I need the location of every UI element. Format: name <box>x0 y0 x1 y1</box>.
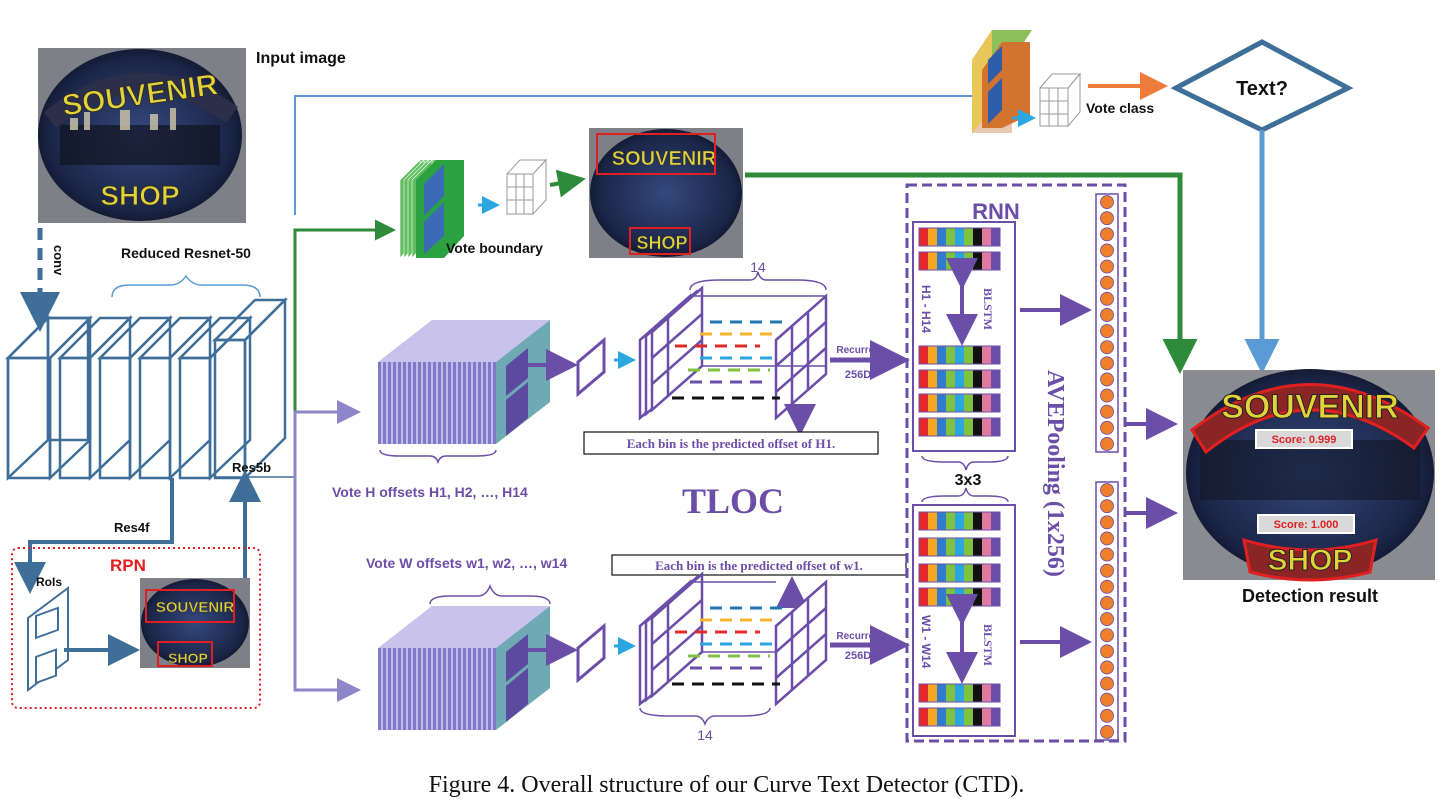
h-range-label: H1 - H14 <box>919 285 933 333</box>
rnn-strip <box>918 417 1001 437</box>
rnn-lower-brace <box>921 487 1009 503</box>
tloc-label: TLOC <box>682 481 784 521</box>
rnn-strip <box>918 345 1001 365</box>
rpn-label: RPN <box>110 556 146 575</box>
vote-class-grid <box>1038 72 1082 128</box>
rois-label: RoIs <box>36 575 62 589</box>
boundary-souvenir-text: SOUVENIR <box>612 148 717 170</box>
vote-boundary-grid <box>505 158 548 216</box>
result-shop-text: SHOP <box>1267 544 1352 577</box>
pooled-vector-w <box>1095 481 1119 741</box>
h-grid-14-label: 14 <box>750 259 766 275</box>
w-recurrent-label: Recurrent <box>836 631 884 642</box>
pooled-vector-h <box>1095 193 1119 453</box>
rpn-shop-text: SHOP <box>168 650 208 666</box>
resnet-brace <box>111 274 261 298</box>
boundary-result-image: SOUVENIR SHOP <box>589 128 743 258</box>
rnn-strip <box>918 587 1001 607</box>
rnn-strip <box>918 227 1001 247</box>
boundary-shop-text: SHOP <box>636 233 687 253</box>
vote-w-label: Vote W offsets w1, w2, …, w14 <box>366 555 567 571</box>
rpn-souvenir-text: SOUVENIR <box>156 599 235 616</box>
rnn-upper-brace <box>921 455 1009 471</box>
score-badge-bottom <box>1257 514 1355 534</box>
rnn-strip <box>918 251 1001 271</box>
score-top-text: Score: 0.999 <box>1272 434 1337 446</box>
h-roi-plane <box>576 336 606 398</box>
rnn-strip <box>918 707 1001 727</box>
w-offset-bins <box>672 606 790 686</box>
w-grid-14-label: 14 <box>697 727 713 743</box>
h-blstm-label: BLSTM <box>981 288 995 330</box>
vote-h-label: Vote H offsets H1, H2, …, H14 <box>332 484 528 500</box>
detection-result-label: Detection result <box>1242 586 1378 606</box>
h-bin-note-box <box>583 431 879 455</box>
conv-label: conv <box>51 245 66 276</box>
rnn-color-strips <box>918 227 1001 727</box>
w-bin-note-box <box>611 554 907 576</box>
rpn-box <box>11 547 261 709</box>
boundary-branch-arrow <box>293 219 396 420</box>
input-image-label: Input image <box>256 50 346 67</box>
w-range-label: W1 - W14 <box>919 615 933 669</box>
rpn-proposal-image: SOUVENIR SHOP <box>140 578 250 668</box>
score-bottom-text: Score: 1.000 <box>1274 519 1339 531</box>
avepooling-label: AVEPooling (1x256) <box>1042 370 1068 577</box>
text-decision-diamond <box>1170 39 1354 133</box>
w-bin-note: Each bin is the predicted offset of w1. <box>655 558 863 573</box>
rnn-dashed-box <box>905 183 1127 743</box>
res5b-label: Res5b <box>232 460 271 475</box>
class-branch-line <box>294 95 978 215</box>
h-bin-note: Each bin is the predicted offset of H1. <box>627 436 835 451</box>
res4f-arrow <box>14 478 174 594</box>
boundary-to-image-arrow <box>549 169 586 198</box>
vote-class-feature-map <box>972 30 1032 133</box>
h-recurrent-label: Recurrent <box>836 345 884 356</box>
resnet-stack <box>4 296 289 482</box>
res4f-label: Res4f <box>114 520 150 535</box>
rnn-strip <box>918 683 1001 703</box>
vote-class-label: Vote class <box>1086 100 1154 116</box>
vote-h-feature-volume <box>378 320 550 444</box>
w-blstm-label: BLSTM <box>981 624 995 666</box>
rois-feature-map <box>27 586 69 692</box>
three-by-three-label: 3x3 <box>955 472 982 489</box>
w-offset-grid <box>638 571 828 707</box>
detection-result-image: SOUVENIR SHOP Score: 0.999 Score: 1.000 <box>1183 369 1435 582</box>
h-256d-label: 256D <box>845 369 871 381</box>
result-souvenir-text: SOUVENIR <box>1221 388 1399 426</box>
w-branch-arrow <box>293 420 361 702</box>
pooled-feature-vectors <box>1095 193 1119 741</box>
shop-text: SHOP <box>100 180 179 211</box>
score-badge-top <box>1255 429 1353 449</box>
w-brace <box>429 583 551 605</box>
rnn-strip <box>918 563 1001 583</box>
input-image: SOUVENIR SHOP <box>38 48 246 223</box>
rnn-strip <box>918 537 1001 557</box>
h-branch-arrow <box>293 400 361 424</box>
rnn-label: RNN <box>972 199 1020 224</box>
figure-caption: Figure 4. Overall structure of our Curve… <box>428 772 1025 798</box>
h-brace <box>379 449 497 465</box>
vote-boundary-label: Vote boundary <box>446 240 543 256</box>
reduced-resnet-label: Reduced Resnet-50 <box>121 245 251 261</box>
vote-boundary-feature-map <box>399 159 464 259</box>
rnn-strip <box>918 369 1001 389</box>
boundary-to-result-arrow <box>745 172 1198 374</box>
w-grid-brace <box>639 707 771 727</box>
text-question-label: Text? <box>1236 78 1288 100</box>
vote-w-feature-volume <box>378 606 550 730</box>
rnn-strip <box>918 393 1001 413</box>
rnn-strip <box>918 511 1001 531</box>
w-256d-label: 256D <box>845 650 871 662</box>
h-offset-bins <box>672 320 790 400</box>
h-grid-brace <box>689 271 827 291</box>
w-roi-plane <box>576 622 606 684</box>
